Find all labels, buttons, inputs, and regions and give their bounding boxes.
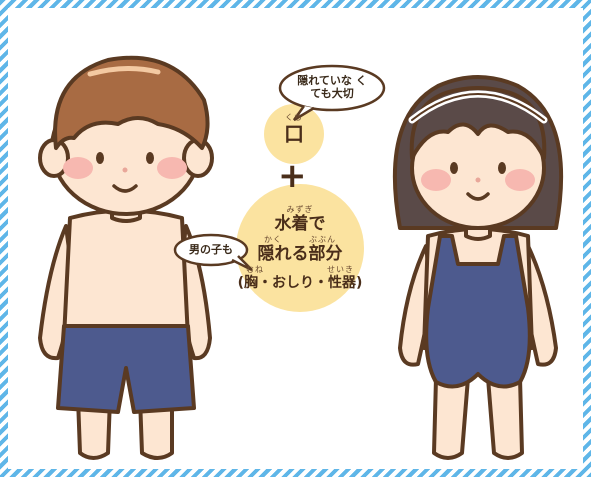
plus-sign: + [278, 156, 307, 196]
swimsuit-ruby3: むね せいき [246, 265, 354, 274]
swimsuit-line3: (胸・おしり・性器) [237, 275, 363, 291]
speech-bubble-top [278, 64, 386, 122]
swimsuit-label: みずぎ 水着で かく ぶぶん 隠れる部分 むね せいき (胸・おしり・性器) [214, 204, 386, 292]
boys-too-bubble-text: 男の子も [189, 243, 233, 256]
mouth-bubble-line1: 隠れていな く [297, 74, 367, 87]
mouth-bubble-text: 隠れていな く ても大切 [284, 74, 380, 100]
swimsuit-line2: 隠れる部分 [257, 244, 343, 264]
swimsuit-ruby1: みずぎ [286, 205, 314, 214]
mouth-bubble-line2: ても大切 [310, 87, 354, 100]
swimsuit-circle [236, 184, 364, 312]
girl-face [421, 162, 535, 201]
mouth-circle [264, 104, 324, 164]
characters-illustration [38, 55, 564, 460]
swimsuit-line1: 水着で [274, 214, 326, 234]
mouth-label: くち 口 [264, 112, 324, 145]
speech-bubble-left [173, 233, 253, 272]
illustration-panel: 隠れていな く ても大切 くち 口 + みずぎ 水着で かく ぶぶん 隠れる部分… [8, 8, 583, 469]
boy-face [63, 152, 187, 193]
mouth-text: 口 [284, 122, 304, 146]
girl-figure [392, 75, 564, 460]
mouth-ruby: くち [285, 113, 303, 122]
swimsuit-ruby2: かく ぶぶん [264, 235, 336, 244]
